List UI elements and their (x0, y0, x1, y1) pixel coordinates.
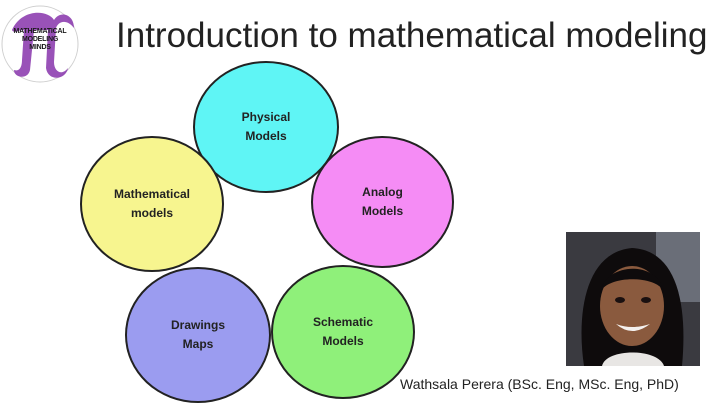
logo: MATHEMATICAL MODELING MINDS (0, 4, 80, 84)
circle-label: Physical Models (241, 110, 291, 143)
mathematical-models-circle: Mathematical models (80, 136, 224, 272)
logo-text-line: MODELING (21, 36, 59, 43)
analog-models-circle: Analog Models (311, 136, 454, 268)
logo-text-line: MINDS (29, 44, 51, 51)
circle-label: Schematic Models (312, 315, 374, 348)
presenter-photo (566, 232, 700, 366)
presenter-name: Wathsala Perera (BSc. Eng, MSc. Eng, PhD… (400, 376, 679, 392)
slide-title: Introduction to mathematical modeling (116, 16, 708, 55)
circle-label: Analog Models (361, 185, 404, 218)
schematic-models-circle: Schematic Models (271, 265, 415, 399)
presenter-portrait-icon (566, 232, 700, 366)
physical-models-circle: Physical Models (193, 61, 339, 193)
logo-text: MATHEMATICAL MODELING MINDS (2, 28, 78, 52)
drawings-maps-circle: Drawings Maps (125, 267, 271, 403)
logo-text-line: MATHEMATICAL (13, 28, 67, 35)
circle-label: Mathematical models (113, 187, 191, 220)
pi-swirl-icon (1, 5, 79, 83)
circle-label: Drawings Maps (170, 318, 225, 351)
